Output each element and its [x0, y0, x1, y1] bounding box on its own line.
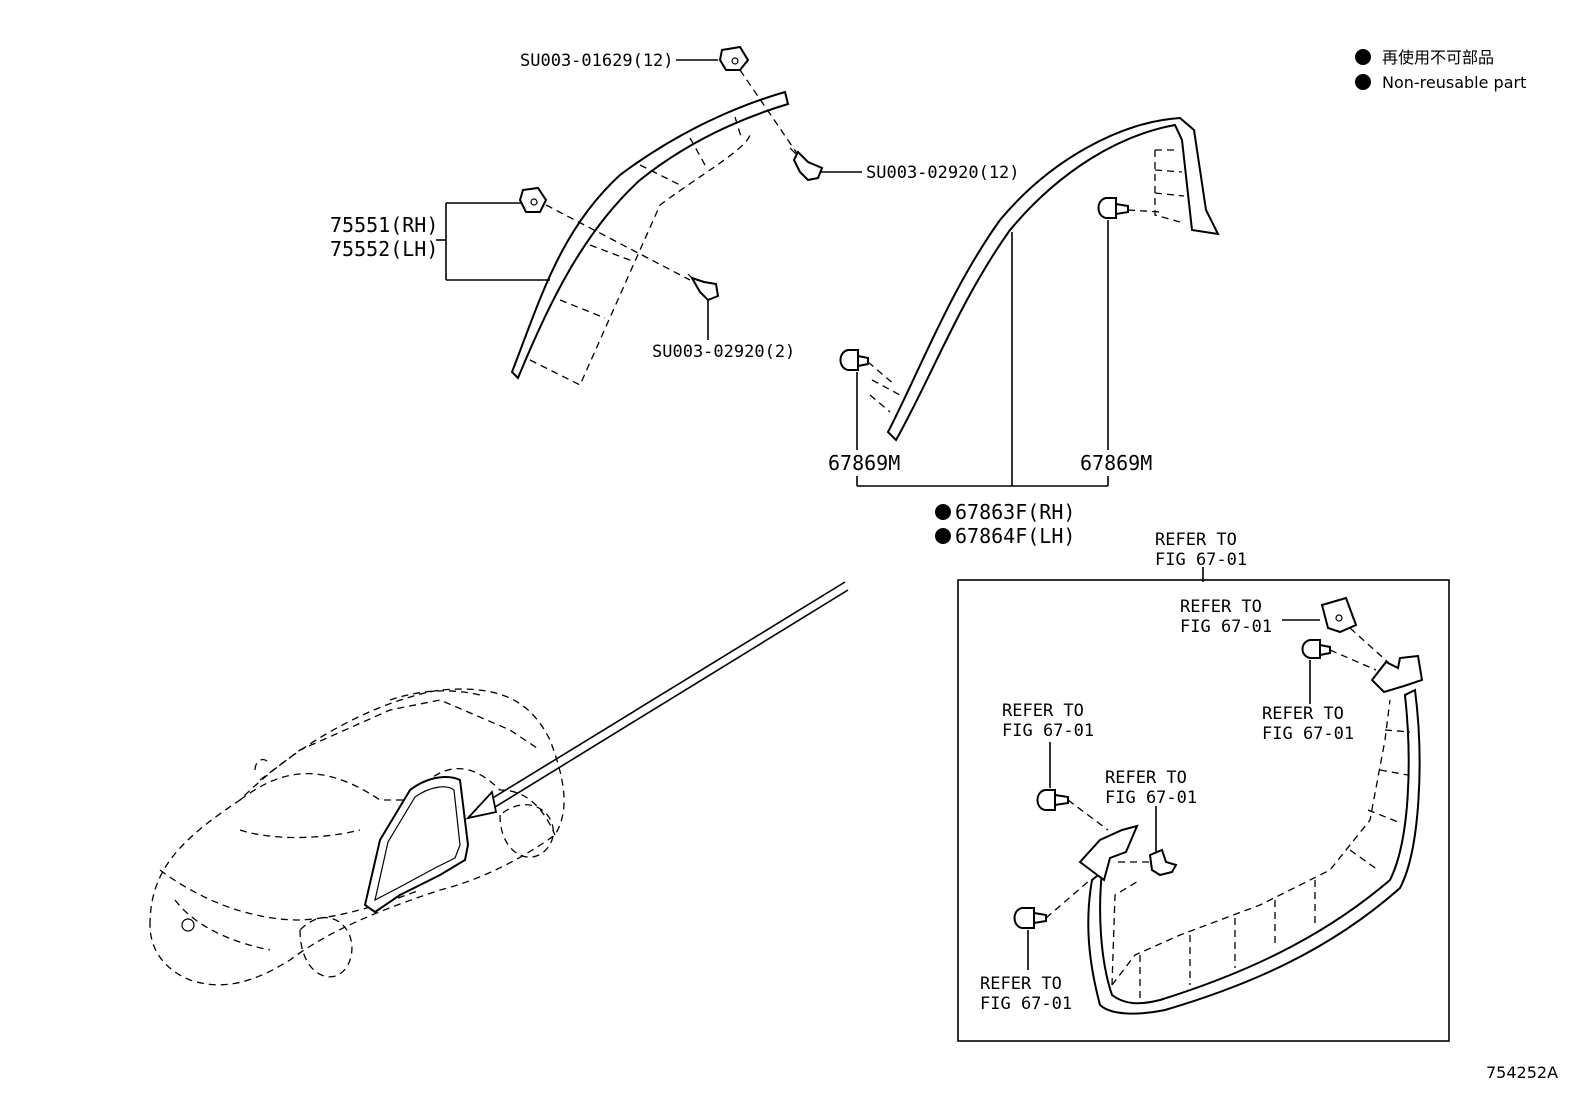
- legend-en: Non-reusable part: [1382, 73, 1526, 92]
- refer-box-right-line2: FIG 67-01: [1262, 724, 1354, 744]
- non-reusable-bullet-icon: [935, 528, 951, 544]
- figure-id: 754252A: [1486, 1063, 1558, 1082]
- moulding-rh-label: 75551(RH): [330, 213, 438, 237]
- moulding-clip-part: [518, 186, 691, 281]
- non-reusable-bullet-icon: [1355, 74, 1371, 90]
- legend: 再使用不可部品 Non-reusable part: [1355, 48, 1526, 92]
- refer-box-bottom-line1: REFER TO: [980, 974, 1062, 994]
- weatherstrip-part: [869, 116, 1220, 442]
- refer-box-upper-line1: REFER TO: [1180, 597, 1262, 617]
- refer-top-line2: FIG 67-01: [1155, 550, 1247, 570]
- refer-box-bottom-line2: FIG 67-01: [980, 994, 1072, 1014]
- non-reusable-bullet-icon: [935, 504, 951, 520]
- refer-box-right-line1: REFER TO: [1262, 704, 1344, 724]
- refer-box-mid-line2: FIG 67-01: [1105, 788, 1197, 808]
- refer-box-upper-line2: FIG 67-01: [1180, 617, 1272, 637]
- refer-box-left-line2: FIG 67-01: [1002, 721, 1094, 741]
- weatherstrip-clip-right: [1097, 197, 1161, 219]
- clip-right-label: 67869M: [1080, 451, 1152, 475]
- moulding-callout: [436, 202, 550, 281]
- moulding-lh-label: 75552(LH): [330, 237, 438, 261]
- weatherstrip-lh-label: 67864F(LH): [955, 524, 1075, 548]
- refer-box-mid-line1: REFER TO: [1105, 768, 1187, 788]
- screw-right-label: SU003-02920(12): [866, 163, 1020, 183]
- clip-left-label: 67869M: [828, 451, 900, 475]
- clip-top-part: [718, 45, 806, 166]
- non-reusable-bullet-icon: [1355, 49, 1371, 65]
- refer-box-left-line1: REFER TO: [1002, 701, 1084, 721]
- roof-moulding-part: [510, 90, 790, 386]
- clip-top-label: SU003-01629(12): [520, 51, 674, 71]
- refer-top-line1: REFER TO: [1155, 530, 1237, 550]
- refer-detail-box: [957, 579, 1450, 1042]
- legend-jp: 再使用不可部品: [1382, 48, 1494, 67]
- weatherstrip-rh-label: 67863F(RH): [955, 500, 1075, 524]
- door-seal-detail: [1013, 596, 1424, 1015]
- screw-right-part: [789, 147, 824, 182]
- car-illustration: [149, 581, 849, 986]
- screw-lower-label: SU003-02920(2): [652, 342, 795, 362]
- screw-lower-part: [687, 273, 720, 302]
- weatherstrip-clip-left: [839, 349, 896, 386]
